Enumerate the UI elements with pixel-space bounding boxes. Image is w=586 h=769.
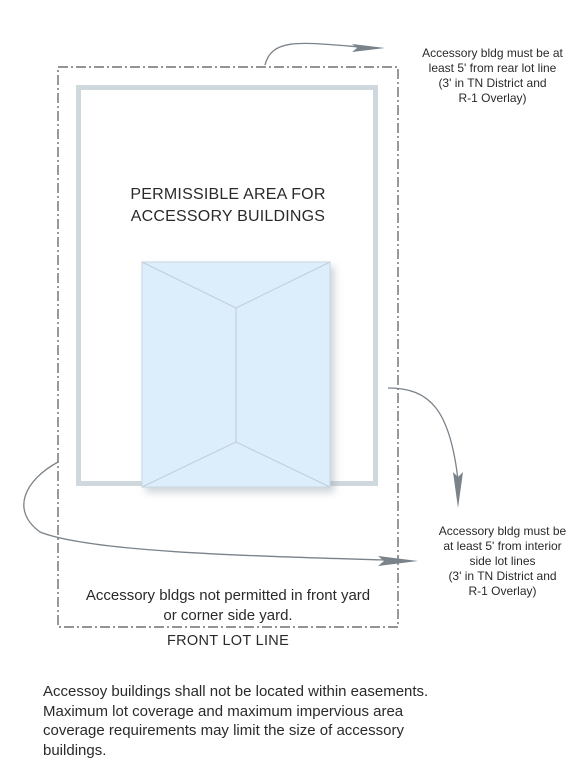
side-note-line: Accessory bldg must be xyxy=(438,524,567,538)
easement-note-line: Accessoy buildings shall not be located … xyxy=(43,683,429,700)
easement-note: Accessoy buildings shall not be located … xyxy=(43,682,563,760)
area-label-line: ACCESSORY BUILDINGS xyxy=(130,207,326,225)
front-lot-line-label: FRONT LOT LINE xyxy=(166,633,290,649)
easement-note-line: Maximum lot coverage and maximum impervi… xyxy=(43,702,404,720)
lot-line xyxy=(57,66,399,628)
side-setback-arrow xyxy=(387,387,463,508)
front-yard-note-line: Accessory bldgs not permitted in front y… xyxy=(85,587,371,604)
rear-note-line: Accessory bldg must be at xyxy=(422,46,563,60)
area-label-line: PERMISSIBLE AREA FOR xyxy=(130,186,326,203)
roof-ridge-lines xyxy=(141,261,331,488)
side-note-line: (3' in TN District and xyxy=(448,569,557,583)
permissible-area-label: PERMISSIBLE AREA FOR ACCESSORY BUILDINGS xyxy=(78,184,378,227)
front-yard-arrow xyxy=(23,461,418,566)
side-note-line: R-1 Overlay) xyxy=(468,584,537,598)
side-setback-note: Accessory bldg must be at least 5' from … xyxy=(420,524,585,599)
rear-note-line: (3' in TN District and xyxy=(438,76,547,90)
front-yard-note-line: or corner side yard. xyxy=(163,606,293,624)
rear-note-line: least 5' from rear lot line xyxy=(428,61,557,75)
side-note-line: side lot lines xyxy=(469,554,536,568)
rear-setback-arrow xyxy=(264,42,385,66)
easement-note-line: coverage requirements may limit the size… xyxy=(43,722,404,739)
rear-note-line: R-1 Overlay) xyxy=(458,91,527,105)
front-yard-note: Accessory bldgs not permitted in front y… xyxy=(58,586,398,625)
side-note-line: at least 5' from interior xyxy=(443,539,562,553)
rear-setback-note: Accessory bldg must be at least 5' from … xyxy=(400,46,585,106)
easement-note-line: buildings. xyxy=(43,741,107,759)
